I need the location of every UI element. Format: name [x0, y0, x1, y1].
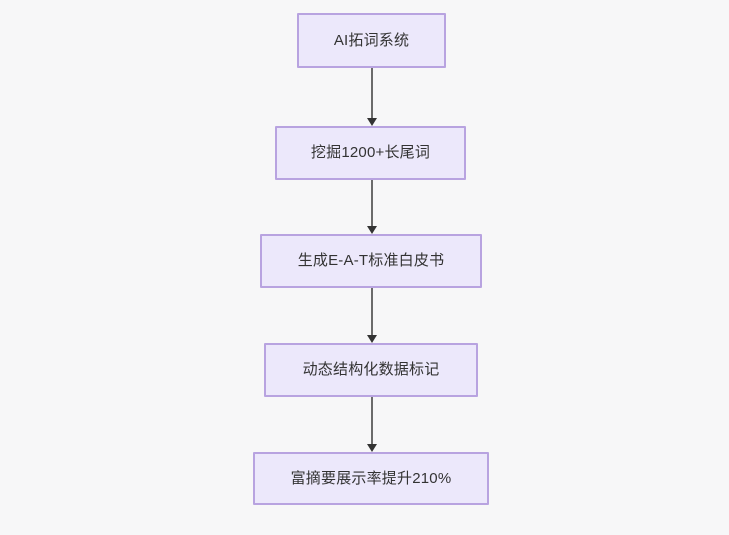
- flowchart-node-mine-longtail-keywords[interactable]: 挖掘1200+长尾词: [275, 126, 466, 180]
- node-label: AI拓词系统: [333, 31, 410, 49]
- flowchart-node-rich-snippet-impression-uplift[interactable]: 富摘要展示率提升210%: [253, 452, 489, 505]
- node-label: 生成E-A-T标准白皮书: [297, 252, 445, 269]
- arrowhead-icon: [367, 335, 377, 343]
- arrowhead-icon: [367, 118, 377, 126]
- node-label: 富摘要展示率提升210%: [290, 469, 452, 487]
- arrowhead-icon: [367, 226, 377, 234]
- flowchart-node-dynamic-structured-data-markup[interactable]: 动态结构化数据标记: [264, 343, 478, 397]
- edge-line: [371, 68, 373, 118]
- node-label: 动态结构化数据标记: [302, 361, 440, 378]
- edge-line: [371, 397, 373, 444]
- flowchart-node-ai-keyword-system[interactable]: AI拓词系统: [297, 13, 446, 68]
- arrowhead-icon: [367, 444, 377, 452]
- edge-line: [371, 288, 373, 335]
- edge-line: [371, 180, 373, 226]
- flowchart-node-generate-eat-whitepaper[interactable]: 生成E-A-T标准白皮书: [260, 234, 482, 288]
- node-label: 挖掘1200+长尾词: [310, 144, 431, 161]
